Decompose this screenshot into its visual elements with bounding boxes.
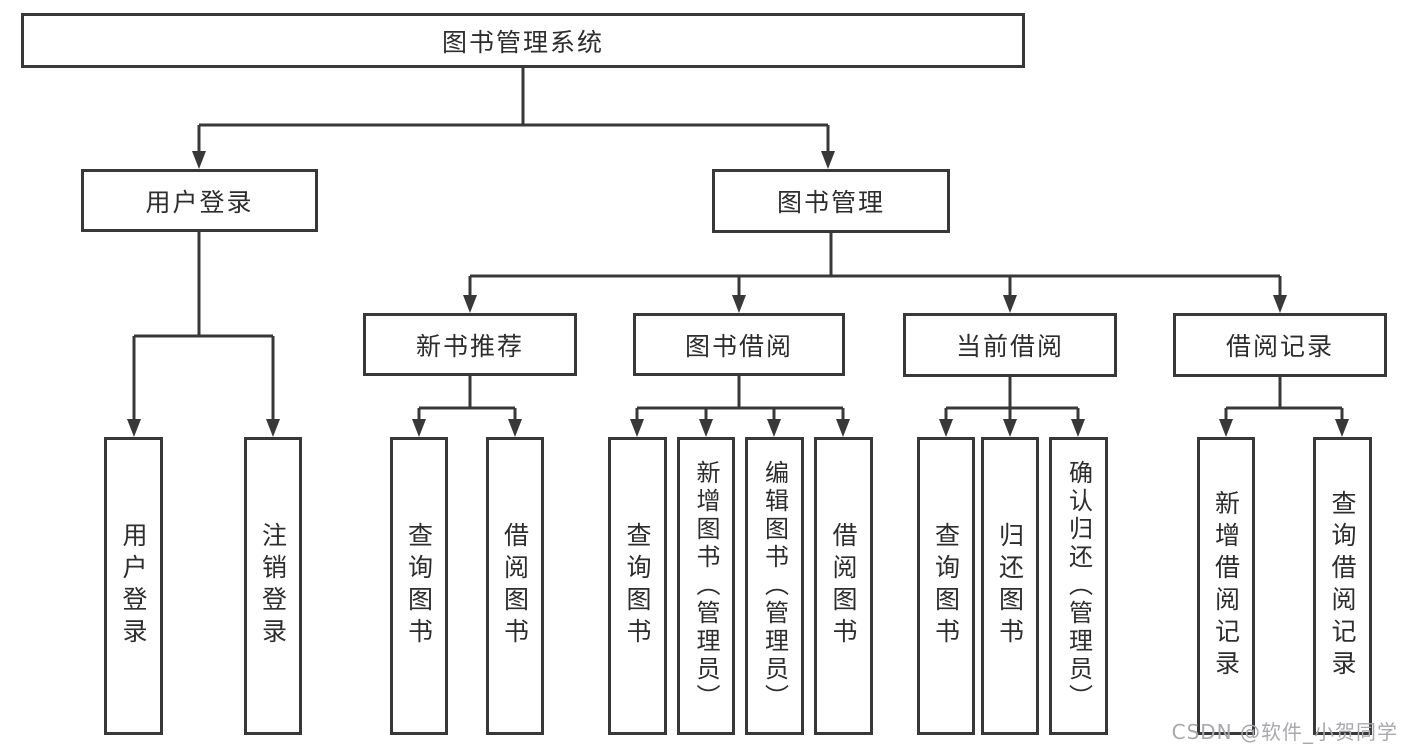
leaf-query-book-borrowing: 查询图书 [608, 437, 667, 735]
node-label: 当前借阅 [955, 332, 1064, 361]
node-label: 借阅记录 [1225, 332, 1334, 361]
node-book-borrowing: 图书借阅 [633, 313, 845, 376]
node-library-system: 图书管理系统 [21, 13, 1025, 68]
leaf-query-book-current: 查询图书 [917, 437, 975, 735]
leaf-label: 注销登录 [258, 522, 288, 650]
node-book-management: 图书管理 [712, 169, 950, 233]
leaf-label: 归还图书 [995, 522, 1025, 650]
leaf-return-book: 归还图书 [981, 437, 1039, 735]
leaf-label: 借阅图书 [829, 522, 858, 650]
node-label: 用户登录 [145, 187, 254, 217]
leaf-query-book-recommend: 查询图书 [390, 437, 448, 735]
leaf-add-borrow-record: 新增借阅记录 [1197, 437, 1255, 735]
leaf-add-book-admin: 新增图书（管理员） [677, 437, 735, 735]
leaf-label: 新增图书（管理员） [692, 460, 720, 712]
leaf-label: 查询图书 [931, 522, 961, 650]
watermark: CSDN @软件_小贺同学 [1171, 720, 1398, 744]
leaf-logout-login: 注销登录 [244, 437, 302, 735]
node-new-book-recommend: 新书推荐 [363, 313, 577, 376]
leaf-label: 查询图书 [404, 522, 434, 650]
leaf-label: 新增借阅记录 [1211, 490, 1241, 682]
node-borrowing-records: 借阅记录 [1173, 313, 1387, 377]
leaf-borrow-book: 借阅图书 [814, 437, 873, 735]
leaf-user-login: 用户登录 [104, 437, 163, 735]
leaf-confirm-return-admin: 确认归还（管理员） [1049, 437, 1108, 735]
leaf-label: 借阅图书 [500, 522, 530, 650]
leaf-edit-book-admin: 编辑图书（管理员） [745, 437, 804, 735]
leaf-borrow-book-recommend: 借阅图书 [486, 437, 544, 735]
leaf-query-borrow-record: 查询借阅记录 [1313, 437, 1372, 735]
leaf-label: 确认归还（管理员） [1064, 460, 1093, 712]
leaf-label: 用户登录 [119, 522, 148, 650]
leaf-label: 编辑图书（管理员） [760, 460, 789, 712]
node-user-login: 用户登录 [81, 169, 318, 232]
node-label: 图书管理系统 [441, 27, 604, 57]
node-label: 图书管理 [776, 188, 885, 217]
node-label: 图书借阅 [684, 331, 793, 361]
node-label: 新书推荐 [415, 331, 524, 361]
leaf-label: 查询借阅记录 [1328, 490, 1357, 682]
leaf-label: 查询图书 [623, 522, 652, 650]
node-current-borrowing: 当前借阅 [903, 313, 1117, 377]
